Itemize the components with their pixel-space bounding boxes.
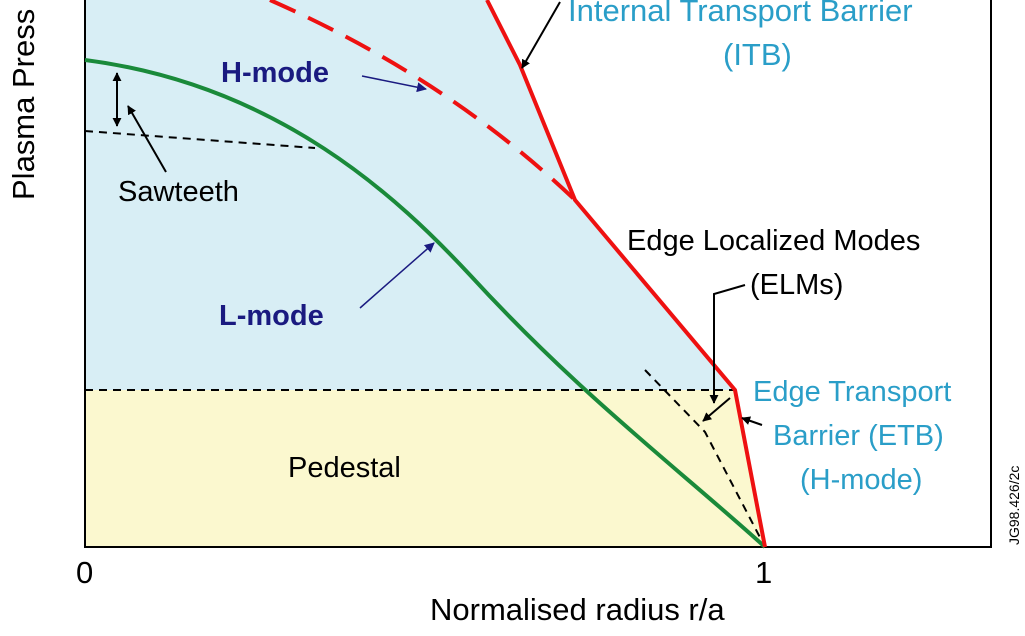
- pedestal-label: Pedestal: [288, 452, 401, 484]
- sawteeth-dashed-line: [84, 130, 316, 149]
- enhanced-confinement-region: [85, 0, 735, 390]
- itb-label-line1: Internal Transport Barrier: [568, 0, 913, 28]
- pedestal-region: [85, 390, 765, 547]
- itb-label-line2: (ITB): [723, 37, 792, 72]
- etb-label-line2: Barrier (ETB): [773, 420, 944, 452]
- elms-crash-arrow: [702, 397, 731, 422]
- etb-label-line3: (H-mode): [800, 464, 922, 496]
- y-axis-label: Plasma Press: [6, 9, 41, 200]
- figure-id-label: JG98.426/2c: [1006, 466, 1022, 545]
- itb-curve: [485, 0, 767, 548]
- plot-frame: [84, 0, 992, 548]
- etb-label-line1: Edge Transport: [753, 376, 951, 408]
- x-axis-label: Normalised radius r/a: [430, 592, 725, 627]
- l-mode-curve: [84, 58, 767, 549]
- elms-label-line2: (ELMs): [750, 269, 843, 301]
- l-mode-pointer-arrow: [359, 242, 435, 309]
- sawteeth-pointer-arrow: [127, 105, 167, 173]
- elms-label-line1: Edge Localized Modes: [627, 225, 920, 257]
- h-mode-pointer-arrow: [361, 75, 427, 93]
- x-tick-1: 1: [755, 555, 772, 590]
- l-mode-label: L-mode: [219, 300, 324, 332]
- x-tick-0: 0: [76, 555, 93, 590]
- h-mode-label: H-mode: [221, 57, 329, 89]
- etb-pointer-arrow: [741, 416, 763, 426]
- itb-pointer-arrow: [521, 1, 561, 69]
- sawteeth-label: Sawteeth: [118, 176, 239, 208]
- elms-pointer-arrow: [709, 284, 746, 404]
- elms-dashed-line: [644, 369, 766, 548]
- h-mode-curve: [269, 0, 577, 202]
